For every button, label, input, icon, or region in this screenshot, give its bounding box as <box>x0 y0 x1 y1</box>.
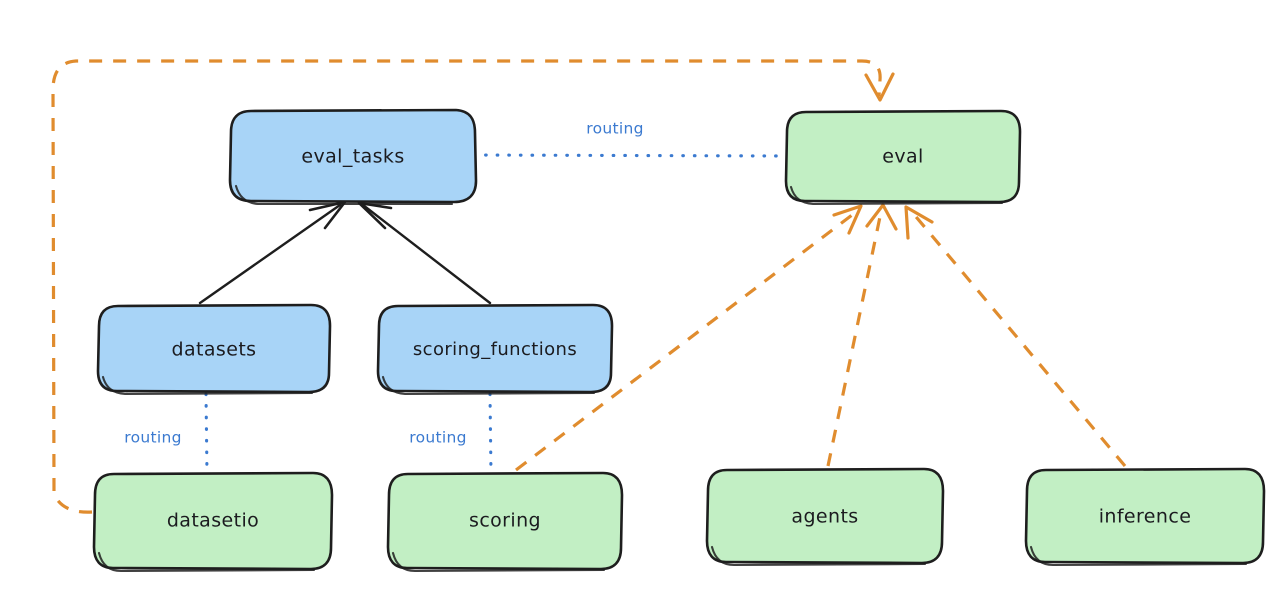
edge-eval_tasks-to-eval <box>472 153 788 158</box>
edge-scoring-to-eval <box>515 204 863 472</box>
node-label-agents: agents <box>791 506 858 528</box>
node-eval[interactable]: eval <box>784 109 1022 206</box>
node-label-eval: eval <box>882 146 923 168</box>
node-datasetio[interactable]: datasetio <box>92 471 334 573</box>
node-eval-tasks[interactable]: eval_tasks <box>228 108 478 206</box>
node-inference[interactable]: inference <box>1024 467 1266 567</box>
edge-datasets-to-eval_tasks <box>198 200 347 305</box>
edge-scoring_functions-to-scoring <box>488 392 493 476</box>
edge-scoring_functions-to-eval_tasks <box>357 201 492 305</box>
node-label-datasetio: datasetio <box>167 510 259 532</box>
edge-agents-to-eval <box>826 203 898 467</box>
edge-label-routing-scoring: routing <box>409 429 467 447</box>
node-label-datasets: datasets <box>172 339 257 361</box>
edge-datasets-to-datasetio <box>204 392 209 476</box>
edge-label-routing-datasetio: routing <box>124 429 182 447</box>
edge-label-routing-eval: routing <box>586 120 644 138</box>
edge-datasetio-to-eval <box>51 59 895 514</box>
node-label-inference: inference <box>1099 506 1192 528</box>
node-agents[interactable]: agents <box>705 467 945 567</box>
node-label-scoring-functions: scoring_functions <box>413 339 577 360</box>
node-scoring[interactable]: scoring <box>386 471 624 573</box>
node-label-eval-tasks: eval_tasks <box>301 146 404 168</box>
edge-inference-to-eval <box>904 205 1127 468</box>
node-label-scoring: scoring <box>469 510 541 532</box>
node-scoring-functions[interactable]: scoring_functions <box>376 303 614 396</box>
node-datasets[interactable]: datasets <box>96 303 332 396</box>
